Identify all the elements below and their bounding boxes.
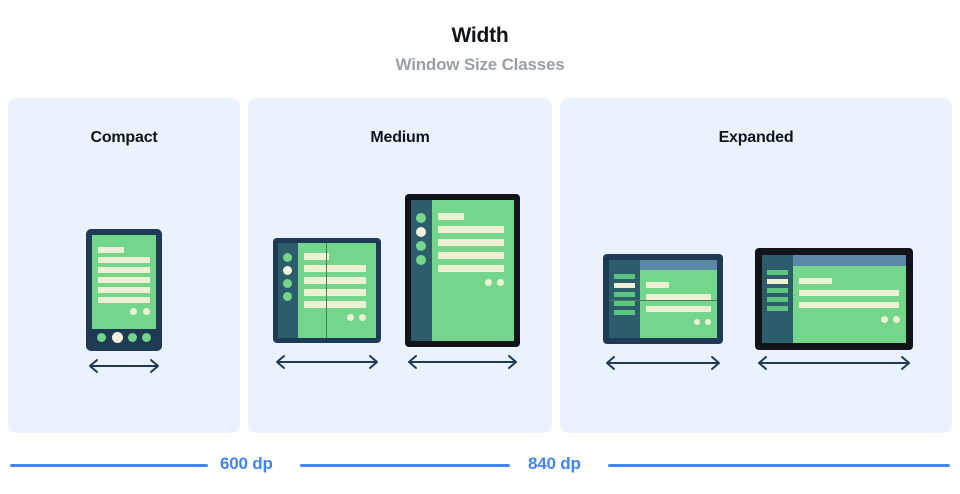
rail-item-bar (614, 301, 635, 306)
content-line (799, 302, 899, 308)
device-foldable-unfolded (273, 238, 381, 343)
content-dot (130, 308, 137, 315)
content-dot (881, 316, 888, 323)
double-headed-horizontal-arrow-icon (276, 355, 378, 369)
page-title: Width (451, 24, 509, 47)
device-foldable-landscape (603, 254, 723, 344)
content-line (646, 294, 711, 300)
breakpoint-rule-segment (608, 464, 950, 467)
nav-item-dot (128, 333, 137, 342)
content-line (304, 265, 366, 272)
rail-item-dot (416, 241, 426, 251)
content-line (304, 301, 366, 308)
fold-seam (609, 300, 717, 301)
double-headed-horizontal-arrow-icon (758, 356, 910, 370)
breakpoint-label-840: 840 dp (528, 454, 581, 473)
rail-item-bar (614, 310, 635, 315)
column-label-expanded: Expanded (718, 129, 794, 146)
rail-item-bar (767, 297, 788, 302)
device-tablet-landscape (755, 248, 913, 350)
rail-item-bar (614, 274, 635, 279)
content-line (304, 289, 366, 296)
content-line (438, 213, 464, 220)
content-dot (497, 279, 504, 286)
page-subtitle: Window Size Classes (395, 55, 565, 74)
width-arrow-expanded-tablet (755, 353, 913, 373)
column-label-compact: Compact (90, 129, 158, 146)
content-line (646, 306, 711, 312)
rail-item-dot (283, 279, 292, 288)
content-line (304, 277, 366, 284)
rail-item-dot (283, 253, 292, 262)
content-line (98, 247, 124, 253)
content-line (98, 287, 150, 293)
width-arrow-expanded-foldable (603, 353, 723, 373)
navigation-rail (609, 260, 640, 338)
nav-item-dot-active (112, 332, 123, 343)
fold-seam (326, 243, 327, 338)
column-panel-medium: Medium (248, 98, 552, 433)
breakpoint-rule-segment (300, 464, 510, 467)
content-dot (694, 319, 700, 325)
double-headed-horizontal-arrow-icon (408, 355, 517, 369)
rail-item-dot (416, 213, 426, 223)
width-arrow-medium-foldable (273, 352, 381, 372)
rail-item-bar (767, 288, 788, 293)
rail-item-dot (416, 255, 426, 265)
rail-item-bar (767, 270, 788, 275)
content-line (799, 290, 899, 296)
content-line (438, 239, 504, 246)
app-top-bar (640, 260, 717, 270)
column-panel-expanded: Expanded (560, 98, 952, 433)
breakpoint-rule-segment (10, 464, 208, 467)
content-dot (359, 314, 366, 321)
rail-item-bar (767, 306, 788, 311)
width-arrow-compact (86, 356, 162, 376)
content-dot (347, 314, 354, 321)
content-line (304, 253, 329, 260)
content-dot (143, 308, 150, 315)
double-headed-horizontal-arrow-icon (606, 356, 720, 370)
nav-item-dot (142, 333, 151, 342)
content-line (646, 282, 669, 288)
rail-item-dot-active (283, 266, 292, 275)
app-top-bar (793, 255, 906, 266)
content-line (799, 278, 832, 284)
rail-item-dot (283, 292, 292, 301)
rail-item-dot-active (416, 227, 426, 237)
content-dot (893, 316, 900, 323)
rail-item-bar-active (614, 283, 635, 288)
content-line (438, 265, 504, 272)
column-panel-compact: Compact (8, 98, 240, 433)
device-phone-portrait (86, 229, 162, 351)
content-line (438, 226, 504, 233)
content-line (98, 267, 150, 273)
rail-item-bar (614, 292, 635, 297)
content-line (98, 257, 150, 263)
double-headed-horizontal-arrow-icon (89, 359, 159, 373)
content-dot (485, 279, 492, 286)
width-arrow-medium-tablet (405, 352, 520, 372)
content-dot (705, 319, 711, 325)
column-label-medium: Medium (370, 129, 430, 146)
rail-item-bar-active (767, 279, 788, 284)
nav-item-dot (97, 333, 106, 342)
device-tablet-portrait (405, 194, 520, 347)
bottom-nav-bar (92, 329, 156, 345)
breakpoint-label-600: 600 dp (220, 454, 273, 473)
content-line (438, 252, 504, 259)
content-line (98, 277, 150, 283)
content-line (98, 297, 150, 303)
